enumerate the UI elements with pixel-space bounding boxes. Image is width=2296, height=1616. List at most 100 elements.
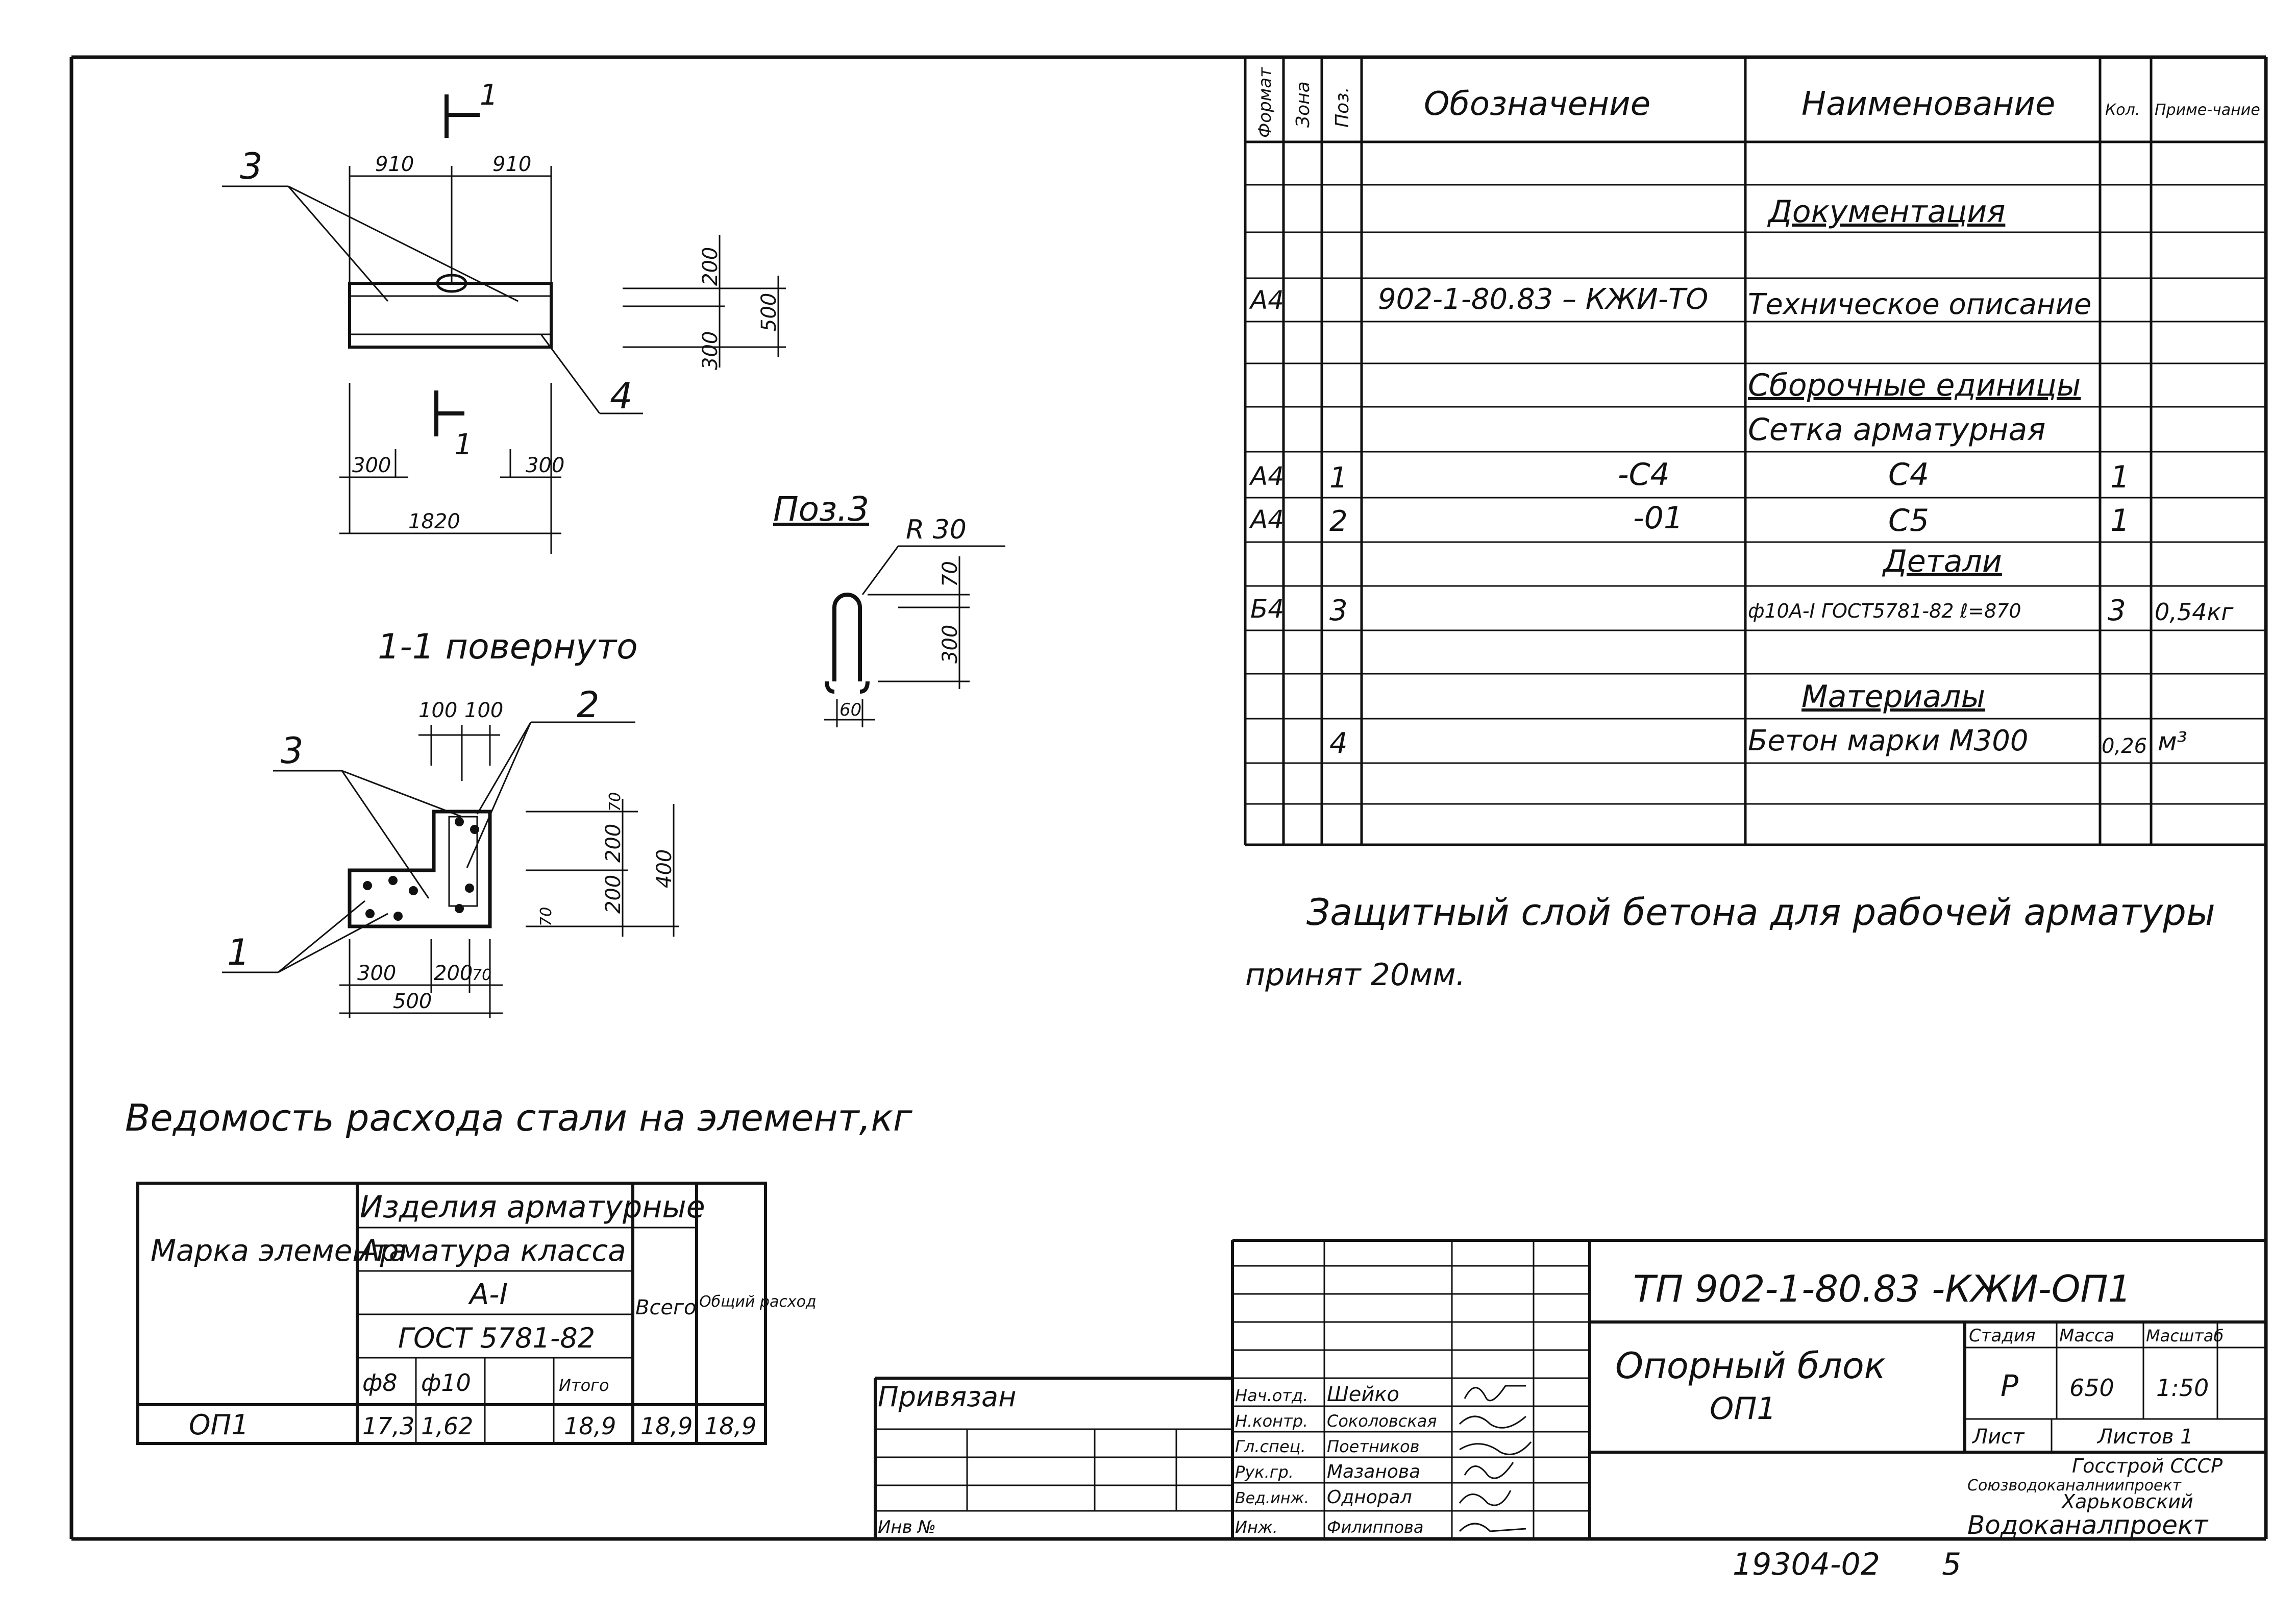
role-name: Однорал — [1327, 1487, 1412, 1508]
bound-label: Привязан — [878, 1381, 1016, 1413]
org-line-3: Харьковский — [2061, 1490, 2193, 1513]
detail-title: Поз.3 — [773, 489, 869, 529]
spec-cell-designation: -С4 — [1618, 457, 1670, 493]
spec-cell-pos: 3 — [1329, 594, 1348, 627]
steel-header-overall: Общий расход — [699, 1293, 817, 1311]
detail-radius: R 30 — [906, 515, 967, 545]
spec-section-materials: Материалы — [1801, 679, 1985, 715]
spec-header-designation: Обозначение — [1424, 85, 1650, 123]
dim-bottom-1: 300 — [357, 962, 396, 985]
dim-vert-3: 200 — [602, 875, 625, 914]
dim-height-1: 200 — [699, 247, 722, 286]
spec-cell-designation: 902-1-80.83 – КЖИ-ТО — [1378, 283, 1708, 316]
spec-header-format: Формат — [1255, 67, 1275, 138]
steel-cell-subtotal: 18,9 — [564, 1412, 616, 1440]
detail-dim-1: 70 — [939, 561, 962, 587]
dim-height-total: 500 — [757, 293, 781, 332]
steel-header-d10: ф10 — [421, 1369, 471, 1397]
spec-cell-note: м³ — [2158, 727, 2187, 756]
spec-cell-qty: 3 — [2108, 594, 2126, 627]
inv-label: Инв № — [878, 1517, 936, 1537]
signatures — [1459, 1385, 1532, 1532]
spec-cell-format: А4 — [1249, 461, 1284, 491]
spec-cell-pos: 4 — [1329, 727, 1348, 760]
spec-cell-name: С5 — [1888, 503, 1929, 538]
role-label: Инж. — [1235, 1517, 1278, 1537]
spec-cell-pos: 1 — [1329, 461, 1348, 495]
footer-page: 5 — [1942, 1547, 1961, 1582]
scale-value: 1:50 — [2156, 1374, 2209, 1402]
section-outline — [348, 810, 492, 928]
section-mark-top — [445, 94, 480, 138]
steel-header-total: Всего — [635, 1296, 697, 1319]
sheets-label: Листов 1 — [2096, 1425, 2193, 1449]
role-label: Н.контр. — [1235, 1411, 1308, 1431]
section-mark-label: 1 — [454, 428, 473, 461]
section-mark-bottom — [434, 390, 464, 436]
role-name: Поетников — [1327, 1437, 1419, 1456]
steel-header-rebar-class: Арматура класса — [358, 1233, 626, 1268]
spec-header-name: Наименование — [1801, 85, 2055, 123]
org-line-4: Водоканалпроект — [1967, 1510, 2209, 1540]
section-title: 1-1 повернуто — [378, 627, 638, 667]
steel-header-gost: ГОСТ 5781-82 — [398, 1322, 595, 1354]
spec-header-note: Приме-чание — [2155, 101, 2260, 119]
role-label: Вед.инж. — [1235, 1489, 1309, 1507]
role-label: Нач.отд. — [1235, 1386, 1308, 1405]
dim-bottom-2: 200 — [434, 962, 473, 985]
plan-block — [348, 282, 553, 349]
dim-top-right: 910 — [492, 153, 531, 176]
spec-cell-name: ф10А-I ГОСТ5781-82 ℓ=870 — [1748, 600, 2021, 622]
spec-cell-pos: 2 — [1329, 505, 1348, 538]
spec-header-zone: Зона — [1293, 81, 1314, 128]
spec-cell-format: А4 — [1249, 285, 1284, 315]
mass-value: 650 — [2069, 1374, 2114, 1402]
hook-bar — [832, 593, 862, 681]
sheet-frame — [69, 55, 2268, 1541]
dimension-lines — [339, 725, 679, 1018]
section-mark-label: 1 — [480, 79, 498, 112]
dim-vert-1: 70 — [606, 792, 624, 812]
pos-1-label: 1 — [227, 932, 250, 973]
steel-cell-element: ОП1 — [189, 1409, 249, 1441]
dim-vert-total: 400 — [653, 849, 676, 888]
role-name: Филиппова — [1327, 1517, 1423, 1537]
doc-code: ТП 902-1-80.83 -КЖИ-ОП1 — [1633, 1267, 2131, 1310]
spec-cell-designation: -01 — [1633, 500, 1683, 536]
steel-header-element: Марка элемента — [151, 1233, 407, 1268]
pos-4-label: 4 — [610, 375, 633, 417]
section-view: 1-1 повернуто 3 2 1 — [222, 627, 679, 1018]
stage-value: Р — [2001, 1368, 2018, 1403]
mass-label: Масса — [2059, 1326, 2114, 1346]
pos-3-label: 3 — [240, 145, 263, 187]
dim-vert-2: 200 — [602, 824, 625, 863]
pos-3-label: 3 — [281, 730, 304, 772]
steel-cell-d8: 17,3 — [362, 1412, 414, 1440]
spec-cell-name: Сетка арматурная — [1748, 412, 2045, 448]
org-line-1: Госстрой СССР — [2072, 1455, 2223, 1477]
spec-cell-note: 0,54кг — [2155, 598, 2234, 626]
steel-cell-total: 18,9 — [640, 1412, 693, 1440]
footer-number: 19304-02 — [1733, 1547, 1880, 1582]
spec-section-details: Детали — [1882, 544, 2002, 579]
steel-header-subtotal: Итого — [559, 1376, 609, 1395]
spec-cell-format: А4 — [1249, 505, 1284, 534]
role-name: Мазанова — [1327, 1461, 1420, 1482]
scale-label: Масштаб — [2146, 1326, 2224, 1345]
steel-table-title: Ведомость расхода стали на элемент,кг — [125, 1096, 913, 1139]
dim-total-length: 1820 — [408, 510, 460, 533]
role-label: Гл.спец. — [1235, 1437, 1306, 1456]
org-line-2: Союзводоканалниипроект — [1967, 1477, 2182, 1495]
steel-cell-d10: 1,62 — [421, 1412, 473, 1440]
steel-header-class: А-I — [468, 1278, 508, 1311]
dim-bottom-3: 70 — [472, 966, 491, 984]
dim-bottom-right: 300 — [526, 454, 564, 477]
spec-section-assembly: Сборочные единицы — [1748, 368, 2081, 403]
steel-cell-overall: 18,9 — [704, 1412, 756, 1440]
spec-cell-qty: 1 — [2110, 459, 2130, 495]
plan-view: 1 1 3 4 — [222, 79, 786, 554]
detail-dim-width: 60 — [840, 700, 861, 720]
detail-dim-2: 300 — [939, 625, 962, 664]
dim-top-1: 100 — [418, 699, 457, 722]
specification-table: Формат Зона Поз. Обозначение Наименовани… — [1244, 57, 2266, 846]
